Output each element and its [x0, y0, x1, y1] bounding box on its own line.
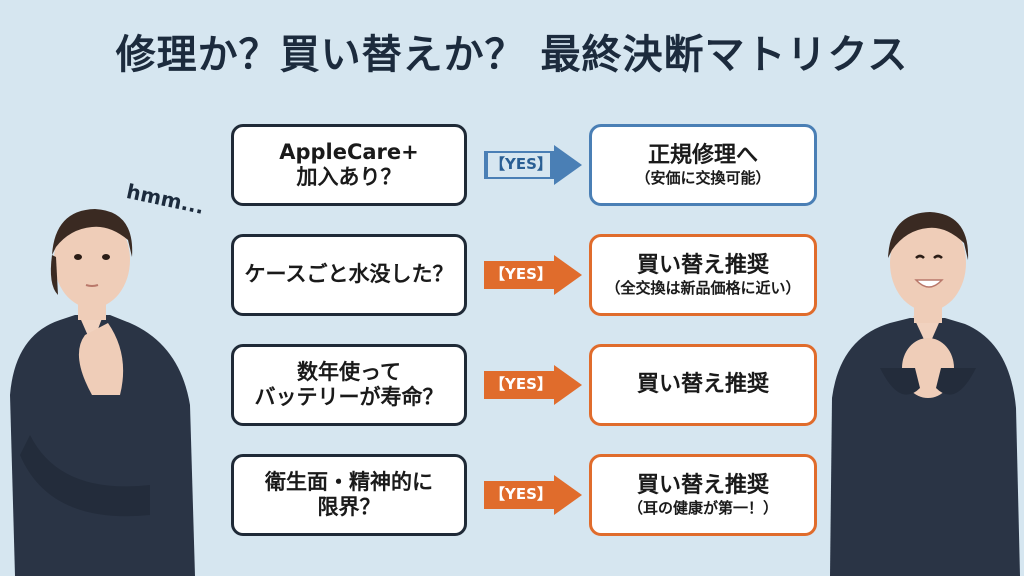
yes-label: 【YES】 [490, 375, 552, 393]
answer-text: 買い替え推奨 [636, 372, 769, 398]
question-line: 衛生面・精神的に [265, 469, 433, 494]
answer-box: 買い替え推奨 [589, 344, 817, 426]
answer-note: （耳の健康が第一！） [627, 499, 778, 517]
arrow-right-icon [484, 365, 582, 405]
smiling-person-illustration [830, 212, 1020, 576]
decision-row: 数年使って バッテリーが寿命？ 【YES】 買い替え推奨 [0, 344, 1024, 428]
page-title: 修理か？買い替えか？ 最終決断マトリクス [115, 32, 909, 78]
question-line: AppleCare+ [279, 139, 419, 164]
yes-label: 【YES】 [490, 485, 552, 503]
decision-row: 衛生面・精神的に 限界？ 【YES】 買い替え推奨 （耳の健康が第一！） [0, 454, 1024, 538]
arrow-right-icon [484, 145, 582, 185]
question-box: 衛生面・精神的に 限界？ [231, 454, 467, 536]
question-line: ケースごと水没した？ [244, 262, 454, 287]
question-line: バッテリーが寿命？ [254, 385, 444, 409]
question-box: 数年使って バッテリーが寿命？ [231, 344, 467, 426]
answer-note: （全交換は新品価格に近い） [605, 279, 801, 297]
question-box: AppleCare+ 加入あり？ [231, 124, 467, 206]
answer-box: 買い替え推奨 （全交換は新品価格に近い） [589, 234, 817, 316]
question-box: ケースごと水没した？ [231, 234, 467, 316]
question-line: 限界？ [317, 495, 381, 519]
arrow-right-icon [484, 255, 582, 295]
decision-row: ケースごと水没した？ 【YES】 買い替え推奨 （全交換は新品価格に近い） [0, 234, 1024, 318]
answer-text: 買い替え推奨 [636, 472, 769, 498]
answer-note: （安価に交換可能） [635, 169, 771, 187]
question-line: 加入あり？ [296, 165, 402, 189]
answer-box: 正規修理へ （安価に交換可能） [589, 124, 817, 206]
decision-row: AppleCare+ 加入あり？ 【YES】 正規修理へ （安価に交換可能） [0, 124, 1024, 208]
yes-label: 【YES】 [490, 265, 552, 283]
answer-text: 正規修理へ [647, 142, 758, 168]
yes-label: 【YES】 [490, 155, 552, 173]
answer-box: 買い替え推奨 （耳の健康が第一！） [589, 454, 817, 536]
thinking-person-illustration [10, 209, 195, 576]
question-line: 数年使って [297, 359, 401, 384]
answer-text: 買い替え推奨 [636, 252, 769, 278]
arrow-right-icon [484, 475, 582, 515]
